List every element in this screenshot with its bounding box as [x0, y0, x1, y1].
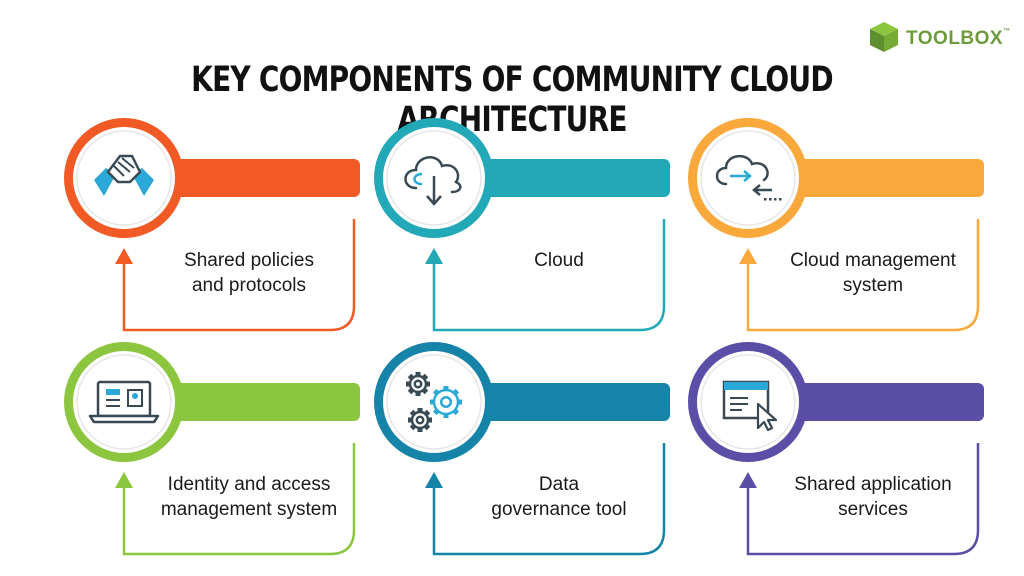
toolbox-logo: TOOLBOX™: [868, 20, 1011, 60]
component-label-3: Cloud management system: [776, 248, 970, 298]
component-card-4: [64, 342, 360, 556]
component-label-2: Cloud: [462, 248, 656, 273]
laptop-id-icon: [88, 380, 160, 424]
label-line: services: [838, 499, 908, 520]
label-line: Cloud: [534, 250, 584, 271]
page-title: KEY COMPONENTS OF COMMUNITY CLOUD ARCHIT…: [191, 60, 833, 140]
label-line: Identity and access: [167, 474, 331, 495]
label-line: Shared policies: [184, 250, 314, 271]
component-connector: [746, 443, 980, 556]
component-card-6: [688, 342, 984, 556]
arrow-up-icon: [739, 248, 757, 264]
arrow-up-icon: [425, 472, 443, 488]
component-card-2: [374, 118, 670, 332]
label-line: management system: [160, 499, 338, 520]
arrow-up-icon: [115, 472, 133, 488]
label-line: Cloud management: [790, 250, 956, 271]
label-line: governance tool: [491, 499, 627, 520]
component-card-5: [374, 342, 670, 556]
cloud-download-icon: [404, 156, 462, 206]
component-connector: [432, 219, 666, 332]
cloud-transfer-icon: [715, 155, 782, 201]
toolbox-cube-icon: [870, 22, 898, 52]
label-line: system: [842, 275, 904, 296]
handshake-icon: [94, 154, 154, 196]
app-window-cursor-icon: [722, 380, 778, 432]
arrow-up-icon: [115, 248, 133, 264]
arrow-up-icon: [425, 248, 443, 264]
component-label-5: Data governance tool: [462, 472, 656, 522]
component-connector: [122, 219, 356, 332]
component-label-6: Shared application services: [776, 472, 970, 522]
gears-icon: [406, 372, 462, 432]
component-connector: [746, 219, 980, 332]
component-label-4: Identity and access management system: [152, 472, 346, 522]
arrow-up-icon: [739, 472, 757, 488]
component-connector: [122, 443, 356, 556]
brand-name: TOOLBOX™: [906, 28, 1011, 49]
label-line: and protocols: [191, 275, 307, 296]
component-label-1: Shared policies and protocols: [152, 248, 346, 298]
component-card-1: [64, 118, 360, 332]
component-connector: [432, 443, 666, 556]
label-line: Data: [538, 474, 580, 495]
component-card-3: [688, 118, 984, 332]
label-line: Shared application: [794, 474, 952, 495]
